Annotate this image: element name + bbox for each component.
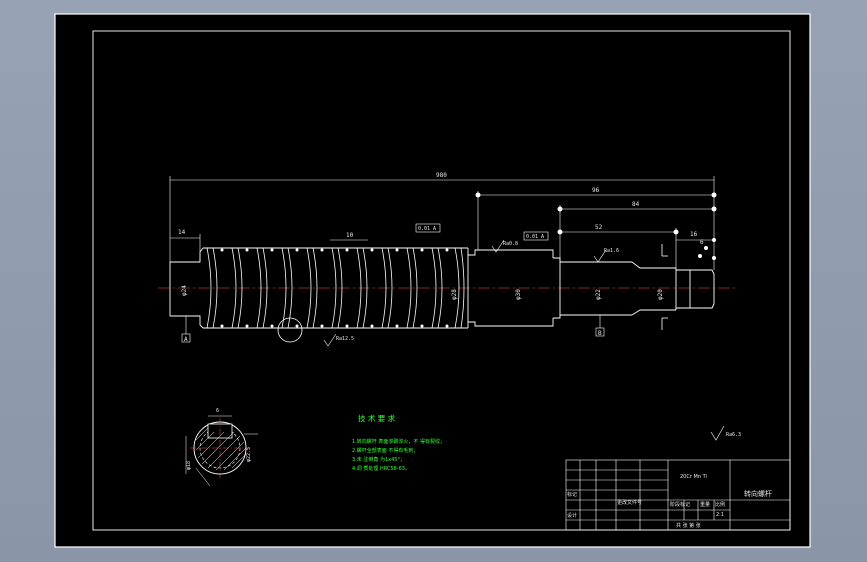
dimension-arrow-dots — [475, 192, 717, 260]
title-col-label-2: 更改文件号 — [617, 499, 642, 506]
dim-84: 84 — [632, 201, 640, 208]
title-row-label-1: 标记 — [567, 491, 577, 498]
sheet-outer-frame — [54, 13, 811, 548]
roughness-corner: Ra6.3 — [726, 432, 741, 438]
shaft-outline — [169, 247, 715, 329]
dia-taper: φ20 — [657, 289, 664, 300]
title-material: 20Cr Mn Ti — [680, 474, 707, 480]
tolerance-frame-2: 0.01 A — [523, 231, 549, 241]
tech-req-item-1: 1.转向螺杆 表面渗碳淬火，不 得有裂纹； — [352, 438, 445, 445]
dia-thread: φ28 — [451, 289, 458, 300]
section-view — [185, 415, 258, 487]
title-sheet: 共 张 第 张 — [676, 522, 701, 529]
section-marks — [661, 244, 668, 330]
tech-req-item-2: 2.螺杆全部表面 不得有毛刺； — [352, 447, 418, 454]
title-block — [565, 459, 791, 531]
svg-text:B: B — [598, 330, 602, 337]
dim-thread-pitch: 10 — [346, 232, 354, 239]
sheet-inner-frame — [92, 30, 791, 531]
svg-text:0.01 A: 0.01 A — [526, 234, 544, 240]
title-part-name: 转向螺杆 — [744, 489, 772, 498]
dia-middle: φ22 — [595, 289, 602, 300]
dim-left-stub: 14 — [178, 229, 186, 236]
dim-52: 52 — [595, 224, 603, 231]
dim-6: 6 — [700, 239, 704, 246]
roughness-symbols — [323, 239, 725, 441]
tolerance-frame-1: 0.01 A — [415, 223, 441, 233]
dimension-lines — [169, 176, 715, 270]
svg-text:A: A — [184, 336, 188, 343]
datum-b-box: B — [595, 315, 605, 337]
dia-collar: φ30 — [515, 289, 522, 300]
title-col-label-3: 阶段标记 — [670, 501, 690, 508]
title-row-label-2: 设计 — [567, 512, 577, 519]
datum-a-box: A — [181, 316, 191, 343]
tech-req-heading: 技 术 要 求 — [358, 413, 396, 423]
tech-req-item-3: 3.未 注倒角 为1x45°； — [352, 456, 405, 463]
svg-text:0.01 A: 0.01 A — [418, 226, 436, 232]
roughness-r1: Ra0.8 — [503, 241, 518, 247]
section-small-dim: 6 — [216, 408, 219, 414]
dia-left: φ24 — [181, 285, 188, 296]
thread-root-marks — [220, 248, 449, 328]
title-scale-value: 2:1 — [716, 512, 724, 518]
title-scale-label: 比例 — [715, 501, 725, 508]
roughness-r2: Ra1.6 — [604, 248, 619, 254]
tech-req-item-4: 4.调 质处理 HRC58-63。 — [352, 465, 410, 472]
detail-circle — [277, 317, 303, 343]
title-col-label-4: 重量 — [700, 501, 710, 508]
dim-16: 16 — [690, 231, 698, 238]
dim-96: 96 — [592, 187, 600, 194]
thread-profile — [206, 247, 465, 329]
section-dia: φ22.5 — [246, 447, 252, 462]
section-dia-2: φ18 — [186, 461, 192, 470]
dim-overall-length: 980 — [436, 172, 447, 179]
roughness-r3: Ra12.5 — [336, 336, 354, 342]
